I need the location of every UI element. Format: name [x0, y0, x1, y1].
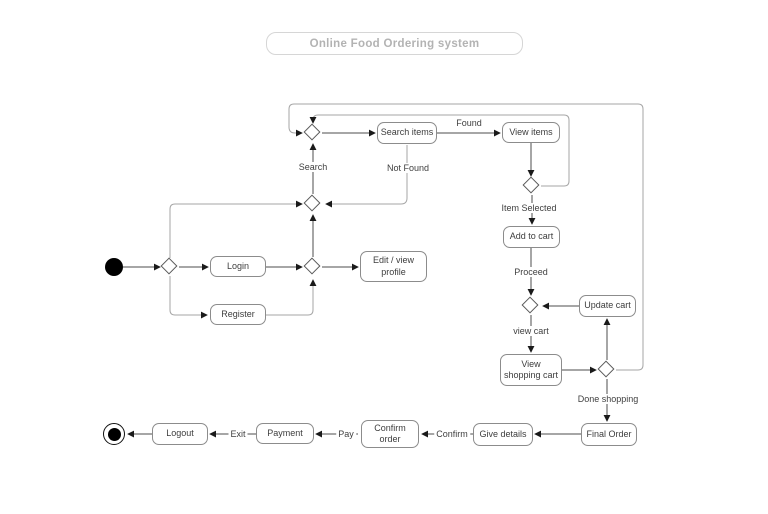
- node-payment: Payment: [256, 423, 314, 444]
- node-final-order-label: Final Order: [586, 428, 632, 439]
- edge-label-view-cart: view cart: [511, 326, 551, 336]
- node-edit-view-profile: Edit / view profile: [360, 251, 427, 282]
- edge-split-down-to-register: [169, 276, 208, 319]
- node-view-shopping-cart-line1: View: [521, 358, 541, 369]
- diagram-title: Online Food Ordering system: [266, 32, 523, 55]
- edge-label-exit: Exit: [228, 429, 248, 439]
- node-search-items: Search items: [377, 122, 437, 144]
- edge-label-not-found: Not Found: [384, 163, 432, 173]
- edge-split-up-to-profile-merge: [169, 200, 303, 258]
- node-login-label: Login: [226, 260, 250, 271]
- edge-label-confirm: Confirm: [434, 429, 470, 439]
- node-register-label: Register: [221, 308, 255, 319]
- node-view-items-label: View items: [509, 126, 553, 137]
- edge-item-not-selected-loop: [309, 114, 570, 187]
- node-add-to-cart-label: Add to cart: [509, 231, 554, 242]
- node-view-shopping-cart: View shopping cart: [500, 354, 562, 386]
- node-logout-label: Logout: [166, 428, 194, 439]
- end-node: [103, 423, 125, 445]
- edge-label-done-shopping: Done shopping: [575, 394, 641, 404]
- node-confirm-order-line1: Confirm: [374, 422, 406, 433]
- edge-label-item-selected: Item Selected: [499, 203, 559, 213]
- node-edit-view-profile-line1: Edit / view: [372, 255, 414, 266]
- node-final-order: Final Order: [581, 423, 637, 446]
- node-logout: Logout: [152, 423, 208, 445]
- node-register: Register: [210, 304, 266, 325]
- edge-not-found-loop: [325, 145, 408, 208]
- node-payment-label: Payment: [267, 427, 303, 438]
- node-search-items-label: Search items: [380, 127, 434, 138]
- edge-label-found: Found: [454, 118, 484, 128]
- node-view-shopping-cart-line2: shopping cart: [503, 370, 559, 380]
- end-node-inner: [107, 427, 121, 441]
- edge-label-proceed: Proceed: [512, 267, 550, 277]
- node-update-cart-label: Update cart: [584, 300, 631, 311]
- start-node: [105, 258, 123, 276]
- node-add-to-cart: Add to cart: [503, 226, 560, 248]
- edge-label-search: Search: [296, 162, 330, 172]
- edge-register-to-auth-merge: [266, 279, 317, 316]
- edge-continue-shopping-loop: [288, 103, 644, 371]
- node-update-cart: Update cart: [579, 295, 636, 317]
- node-confirm-order-line2: order: [379, 434, 401, 444]
- node-give-details: Give details: [473, 423, 533, 446]
- node-confirm-order: Confirm order: [361, 420, 419, 448]
- node-give-details-label: Give details: [479, 428, 527, 439]
- node-view-items: View items: [502, 122, 560, 143]
- node-edit-view-profile-line2: profile: [381, 266, 406, 277]
- node-login: Login: [210, 256, 266, 277]
- diagram-title-text: Online Food Ordering system: [309, 37, 480, 50]
- edge-label-pay: Pay: [336, 429, 356, 439]
